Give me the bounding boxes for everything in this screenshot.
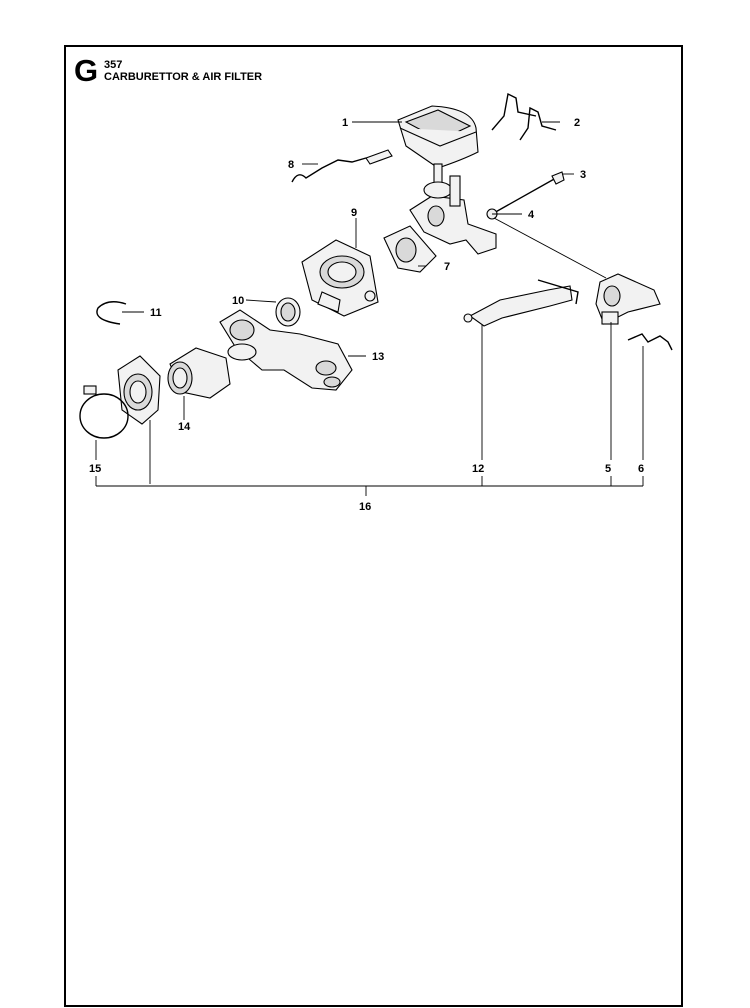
callout-14: 14 [178, 421, 191, 433]
callout-3: 3 [580, 169, 586, 181]
callout-12: 12 [472, 463, 484, 475]
callout-16: 16 [359, 501, 371, 513]
part-air-filter [397, 105, 479, 185]
part-circlip [96, 301, 127, 325]
callout-8: 8 [288, 159, 294, 171]
callout-7: 7 [444, 261, 450, 273]
part-rubber-boot [167, 347, 231, 399]
callout-2: 2 [574, 117, 580, 129]
part-ring [275, 297, 301, 327]
callout-1: 1 [342, 117, 348, 129]
leader-lines [95, 121, 644, 496]
part-carburettor [301, 239, 379, 317]
model-number: 357 [104, 59, 123, 71]
callout-15: 15 [89, 463, 101, 475]
part-choke-rod [463, 279, 579, 327]
part-intake-adapter [117, 355, 161, 425]
callout-11: 11 [150, 307, 162, 319]
part-hose-clamp [79, 385, 129, 439]
callout-5: 5 [605, 463, 611, 475]
callout-4: 4 [528, 209, 535, 221]
callout-9: 9 [351, 207, 357, 219]
callout-13: 13 [372, 351, 384, 363]
section-title: CARBURETTOR & AIR FILTER [104, 71, 263, 83]
part-gasket [383, 225, 437, 273]
part-throttle-wire [291, 149, 393, 183]
callout-10: 10 [232, 295, 244, 307]
part-spring-clip [627, 333, 673, 351]
part-choke-lever [595, 273, 661, 325]
callouts: 1 2 3 4 5 6 7 8 9 10 11 12 13 14 15 16 [89, 117, 644, 513]
part-intake-manifold [219, 309, 353, 391]
callout-6: 6 [638, 463, 644, 475]
section-letter: G [74, 53, 99, 88]
part-screw [491, 171, 565, 215]
diagram-frame [64, 45, 683, 1007]
part-clips [491, 92, 557, 141]
